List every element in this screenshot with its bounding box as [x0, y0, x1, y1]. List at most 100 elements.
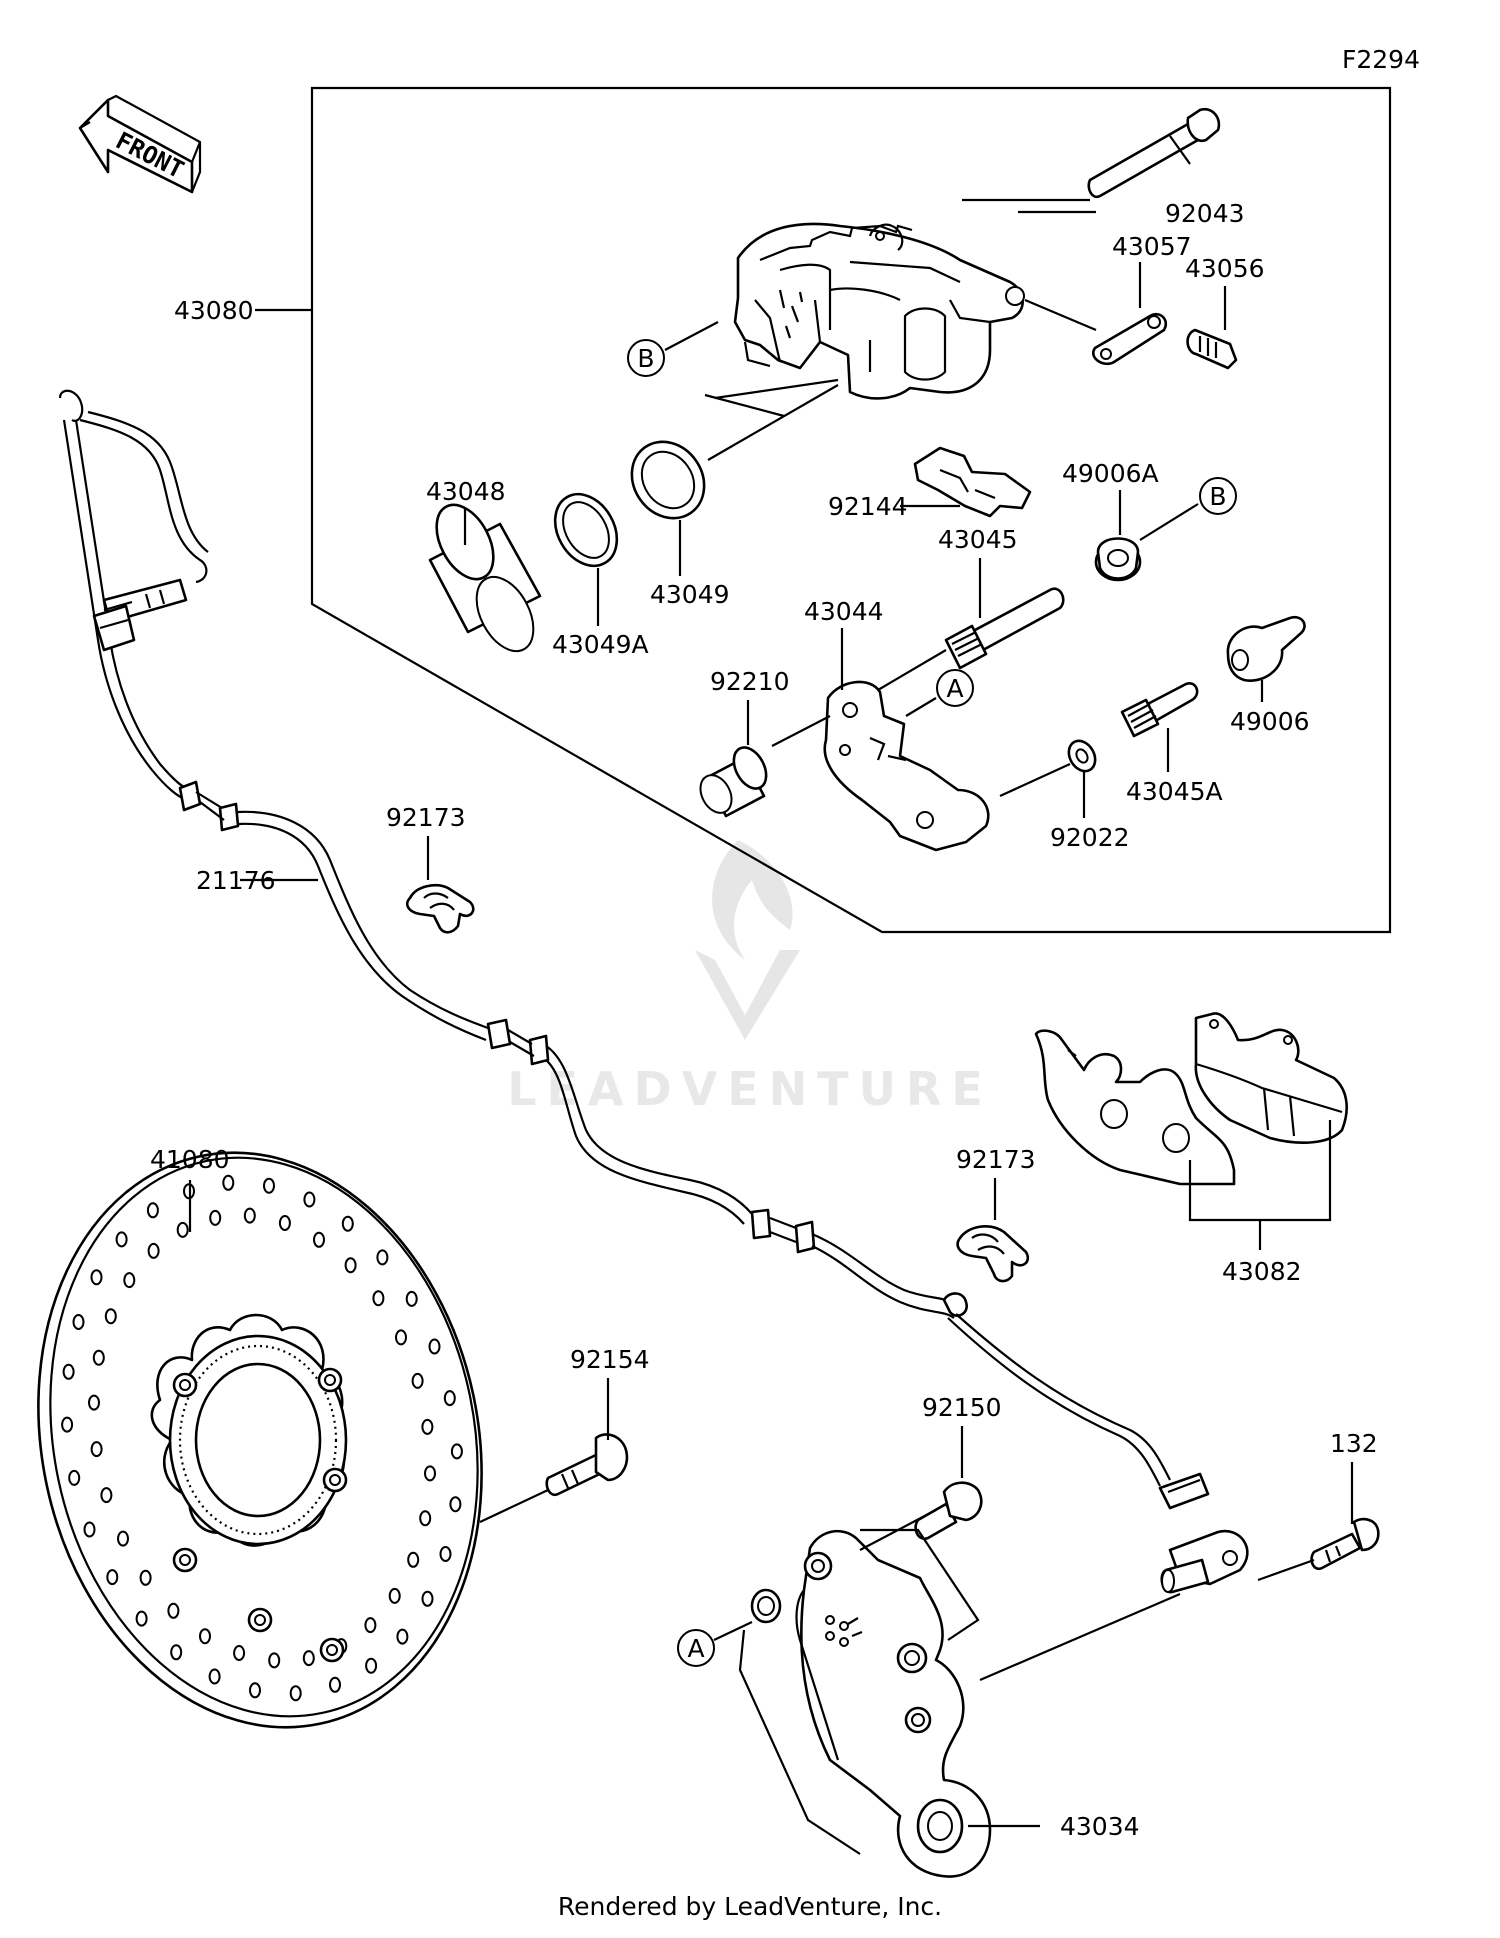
disc-hole [341, 1215, 354, 1232]
bolt-92154: 92154 [479, 1345, 650, 1523]
disc-hole [88, 1394, 100, 1411]
disc-hole [176, 1221, 189, 1238]
part-label-92154: 92154 [570, 1345, 650, 1374]
caliper-bracket-43034: 43034 [738, 1529, 1140, 1878]
disc-hole [104, 1308, 117, 1325]
disc-hole [407, 1551, 420, 1568]
collar-92210: 92210 [699, 667, 790, 818]
disc-hole [428, 1338, 441, 1355]
disc-hole [421, 1418, 434, 1435]
disc-hole [92, 1349, 105, 1366]
disc-hole [123, 1272, 136, 1289]
clamp-92173-lower: 92173 [956, 1145, 1036, 1283]
disc-hole [139, 1569, 152, 1586]
disc-hole [243, 1207, 256, 1224]
abs-sensor-head [1160, 1529, 1249, 1594]
disc-hole [170, 1644, 183, 1661]
disc-hole [411, 1372, 424, 1389]
bleeder-cap-43057: 43057 [1024, 232, 1192, 366]
disc-hole [167, 1602, 180, 1619]
caliper-body [733, 222, 1025, 400]
disc-hole [450, 1443, 463, 1460]
ref-circle-b-right [1199, 477, 1237, 515]
disc-hole [249, 1682, 261, 1699]
bolt-132: 132 [1257, 1429, 1380, 1582]
part-label-43049: 43049 [650, 580, 730, 609]
part-label-41080: 41080 [150, 1145, 230, 1174]
part-label-92022: 92022 [1050, 823, 1130, 852]
disc-hole [344, 1257, 357, 1274]
part-label-43082: 43082 [1222, 1257, 1302, 1286]
part-label-92144: 92144 [828, 492, 908, 521]
ref-circle-a-lower [677, 1629, 715, 1667]
part-label-43048: 43048 [426, 477, 506, 506]
disc-hole [146, 1202, 159, 1219]
part-label-49006: 49006 [1230, 707, 1310, 736]
watermark-text: LEADVENTURE [507, 1062, 993, 1116]
disc-hole [396, 1628, 409, 1645]
part-label-43045: 43045 [938, 525, 1018, 554]
ref-letter-b-right: B [1209, 482, 1226, 511]
disc-hole [208, 1668, 221, 1685]
part-label-43056: 43056 [1185, 254, 1265, 283]
disc-hole [199, 1628, 211, 1645]
slide-pin-43045a: 43045A [1120, 682, 1223, 806]
disc-hole [72, 1314, 85, 1330]
disc-hole [421, 1590, 434, 1607]
pin-92043: 92043 [1087, 107, 1245, 228]
part-label-43034: 43034 [1060, 1812, 1140, 1841]
part-label-43049a: 43049A [552, 630, 649, 659]
disc-hole [302, 1650, 315, 1667]
abs-sensor-harness-21176 [58, 389, 1210, 1510]
piston-43048: 43048 [426, 477, 542, 653]
seal-43049: 43049 [630, 440, 730, 609]
brake-pads-43082: 43082 [1034, 1012, 1348, 1286]
ref-letter-a-lower: A [687, 1634, 704, 1663]
disc-hole [424, 1465, 436, 1482]
disc-hole [395, 1329, 407, 1346]
part-label-92173-upper: 92173 [386, 803, 466, 832]
disc-hole [268, 1652, 281, 1669]
footer-credit: Rendered by LeadVenture, Inc. [557, 1892, 943, 1921]
disc-hole [388, 1587, 401, 1604]
disc-hole [222, 1174, 235, 1191]
part-label-43057: 43057 [1112, 232, 1192, 261]
disc-hole [364, 1617, 377, 1634]
disc-hole [233, 1645, 246, 1661]
disc-hole [376, 1249, 389, 1266]
leadventure-watermark: LEADVENTURE [507, 840, 993, 1116]
disc-hole [313, 1231, 325, 1248]
figure-id: F2294 [1342, 45, 1420, 74]
disc-hole [68, 1469, 81, 1486]
front-arrow-icon: FRONT [78, 94, 202, 194]
part-label-43044: 43044 [804, 597, 884, 626]
part-label-21176: 21176 [196, 866, 276, 895]
seal-43049a: 43049A [552, 492, 649, 659]
disc-hole [147, 1242, 160, 1259]
disc-hole [365, 1657, 378, 1674]
disc-hole [135, 1610, 148, 1627]
disc-hole [115, 1231, 128, 1248]
disc-hole [263, 1177, 275, 1194]
part-label-92150: 92150 [922, 1393, 1002, 1422]
pad-spring-92144: 92144 [828, 446, 1032, 521]
part-label-92210: 92210 [710, 667, 790, 696]
boot-49006: 49006 [1226, 615, 1310, 736]
disc-hole [443, 1390, 456, 1407]
disc-hole [100, 1487, 113, 1504]
disc-hole [61, 1416, 74, 1433]
disc-hole [83, 1521, 96, 1538]
ref-letter-a-upper: A [946, 674, 963, 703]
slide-pin-43045: 43045 [877, 525, 1065, 691]
brake-disc-41080: 41080 [37, 1145, 483, 1729]
boot-49006a: 49006A [1062, 459, 1159, 582]
part-label-43080: 43080 [174, 296, 254, 325]
disc-hole [117, 1530, 129, 1547]
part-label-132: 132 [1330, 1429, 1378, 1458]
disc-hole [439, 1546, 452, 1562]
part-label-49006a: 49006A [1062, 459, 1159, 488]
part-label-92043: 92043 [1165, 199, 1245, 228]
disc-hole [329, 1676, 341, 1693]
disc-hole [62, 1363, 75, 1380]
disc-hole [278, 1215, 291, 1231]
